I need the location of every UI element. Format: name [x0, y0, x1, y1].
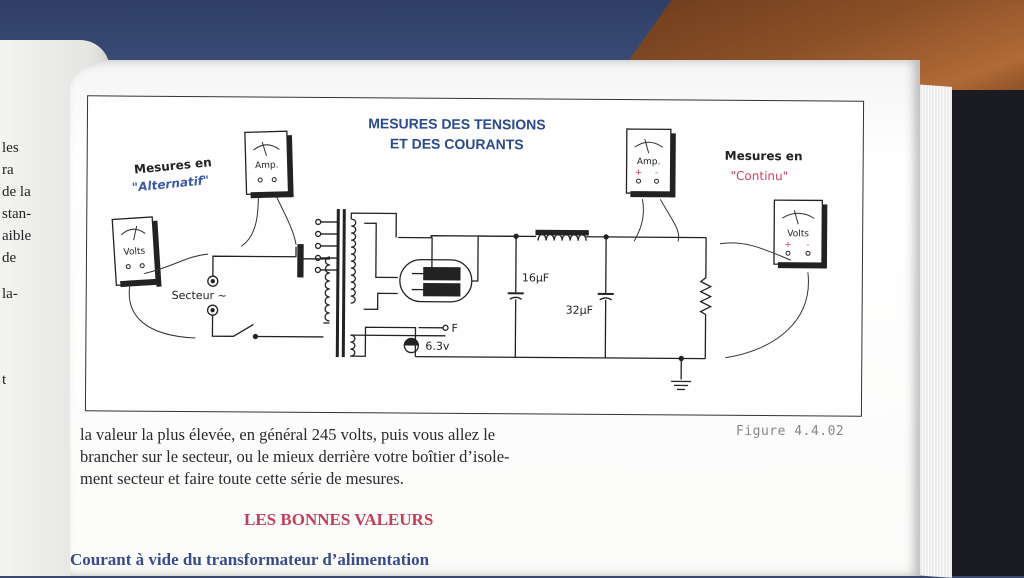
filament-voltage-label: 6.3v	[425, 340, 450, 353]
secteur-label: Secteur ~	[172, 289, 227, 302]
meter-amp-cont-label: Amp.	[637, 157, 661, 167]
figure-title-line1: MESURES DES TENSIONS	[368, 115, 545, 132]
rectifier-tube	[398, 235, 517, 303]
meter-amp-label: Amp.	[255, 160, 279, 171]
test-leads	[128, 196, 809, 359]
plus-sign: +	[635, 168, 643, 178]
power-transformer	[297, 209, 446, 358]
left-page-text: la-	[2, 286, 18, 302]
filter-network	[415, 229, 713, 391]
left-page-text: les	[2, 140, 19, 156]
body-paragraph: la valeur la plus élevée, en général 245…	[80, 424, 680, 490]
label-alt-line2: "Alternatif"	[131, 173, 209, 194]
figure-caption: Figure 4.4.02	[736, 424, 845, 439]
minus-sign: -	[655, 168, 658, 178]
section-title: LES BONNES VALEURS	[244, 510, 434, 529]
left-page-text: de	[2, 250, 17, 266]
amp-meter-alt: Amp.	[244, 130, 294, 199]
circuit-diagram: MESURES DES TENSIONS ET DES COURANTS Mes…	[111, 115, 828, 391]
amp-meter-cont: Amp. + -	[625, 128, 676, 198]
capacitor-32uf-label: 32µF	[566, 304, 593, 317]
left-page-text: de la	[2, 184, 31, 200]
left-page-text: t	[2, 372, 7, 388]
left-page-text: stan-	[2, 206, 32, 222]
label-cont-line2: "Continu"	[731, 169, 789, 183]
minus-sign: -	[806, 240, 809, 250]
volt-meter-alt: Volts	[111, 216, 162, 288]
plus-sign: +	[784, 240, 792, 250]
left-page-text: aible	[2, 228, 32, 244]
meter-volts-label: Volts	[123, 246, 146, 257]
body-line: ment secteur et faire toute cette série …	[80, 469, 404, 488]
meter-volts-cont-label: Volts	[787, 229, 809, 239]
filament-label: F	[451, 322, 457, 335]
figure-title-line2: ET DES COURANTS	[390, 135, 524, 152]
subsection-title: Courant à vide du transformateur d’alime…	[70, 550, 430, 569]
label-cont-line1: Mesures en	[725, 149, 803, 164]
volt-meter-cont: Volts + -	[773, 199, 828, 269]
mains-terminals	[206, 246, 324, 340]
capacitor-16uf-label: 16µF	[522, 271, 549, 284]
filament-supply	[403, 324, 449, 354]
body-line: brancher sur le secteur, ou le mieux der…	[80, 447, 510, 466]
body-line: la valeur la plus élevée, en général 245…	[80, 425, 496, 444]
left-page-text: ra	[2, 162, 14, 178]
